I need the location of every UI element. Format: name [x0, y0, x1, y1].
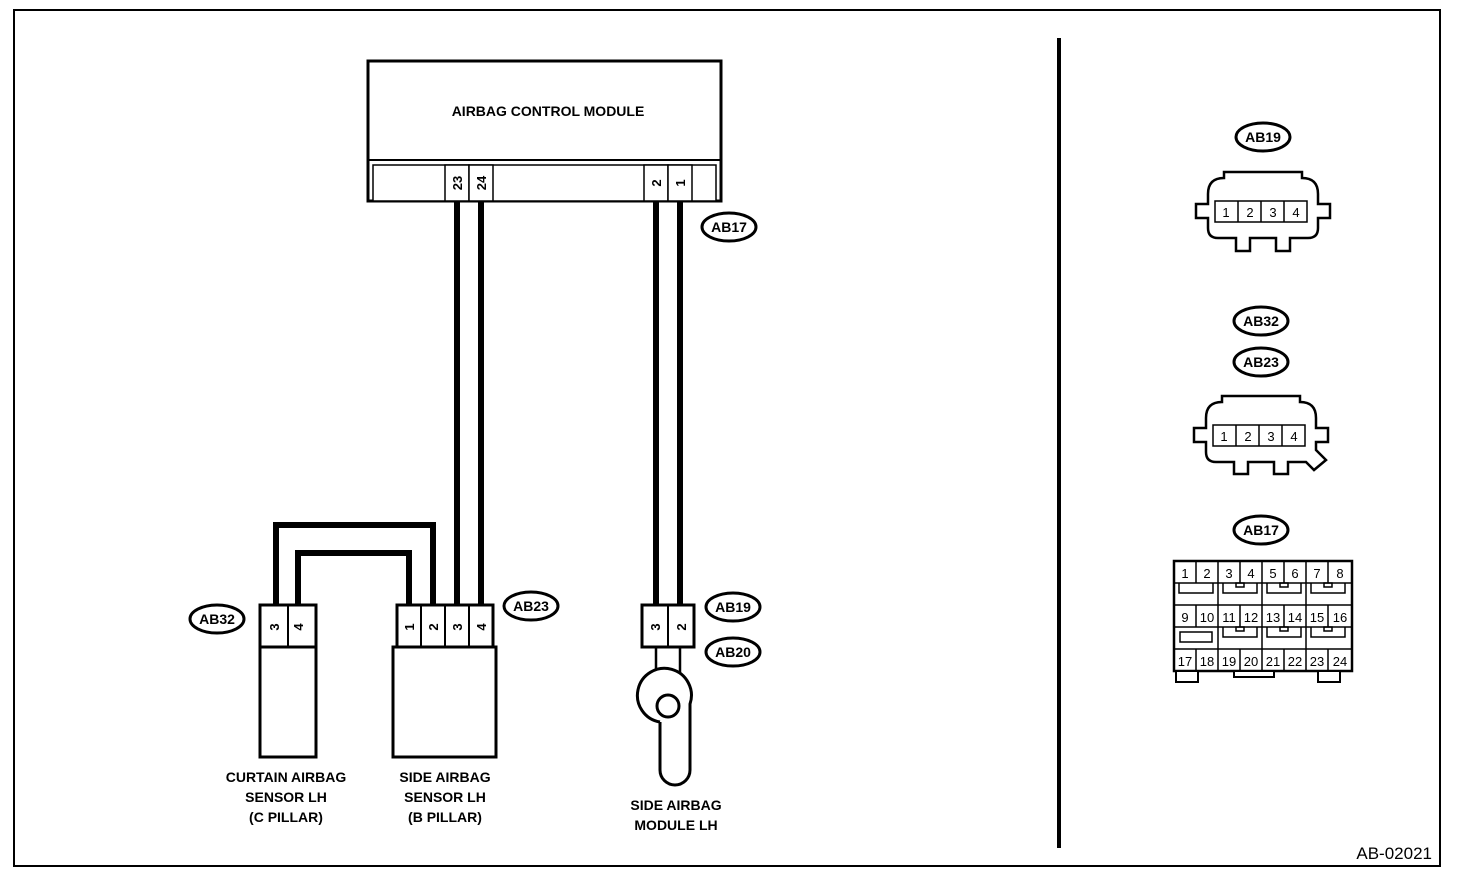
- connector-tag-ab17: AB17: [700, 211, 758, 243]
- svg-text:3: 3: [1267, 429, 1274, 444]
- svg-text:2: 2: [1246, 205, 1253, 220]
- svg-text:9: 9: [1181, 610, 1188, 625]
- connector-tag-ab32: AB32: [188, 603, 246, 635]
- side-sensor-label-1: SIDE AIRBAG: [399, 769, 490, 785]
- svg-text:1: 1: [1222, 205, 1229, 220]
- side-module-label-2: MODULE LH: [634, 817, 717, 833]
- svg-text:4: 4: [1247, 566, 1254, 581]
- curtain-pin-4: 4: [291, 623, 306, 631]
- curtain-label-3: (C PILLAR): [249, 809, 323, 825]
- svg-text:AB20: AB20: [715, 644, 751, 660]
- svg-text:15: 15: [1310, 610, 1324, 625]
- svg-text:1: 1: [1220, 429, 1227, 444]
- diagram-border: [13, 9, 1441, 867]
- control-module-title: AIRBAG CONTROL MODULE: [452, 103, 645, 119]
- svg-text:11: 11: [1222, 610, 1236, 625]
- side-sensor-pin-4: 4: [474, 623, 489, 631]
- connector-view-ab32-ab23: AB32 AB23 1 2 3 4: [1192, 305, 1330, 476]
- side-sensor-label-3: (B PILLAR): [408, 809, 482, 825]
- side-airbag-sensor: 1 2 3 4 SIDE AIRBAG SENSOR LH (B PILLAR): [391, 603, 498, 825]
- svg-text:14: 14: [1288, 610, 1302, 625]
- svg-text:AB19: AB19: [715, 599, 751, 615]
- connector-tag-ab23: AB23: [502, 590, 560, 622]
- connector-view-ab17: AB17: [1172, 514, 1354, 683]
- svg-text:1: 1: [1181, 566, 1188, 581]
- svg-text:8: 8: [1336, 566, 1343, 581]
- svg-text:23: 23: [1310, 654, 1324, 669]
- svg-text:19: 19: [1222, 654, 1236, 669]
- diagram-code: AB-02021: [1356, 844, 1432, 863]
- svg-text:21: 21: [1266, 654, 1280, 669]
- svg-text:2: 2: [1244, 429, 1251, 444]
- svg-text:17: 17: [1178, 654, 1192, 669]
- svg-text:AB17: AB17: [711, 219, 747, 235]
- curtain-airbag-sensor: 3 4 CURTAIN AIRBAG SENSOR LH (C PILLAR): [226, 603, 347, 825]
- module-pin-1: 1: [673, 179, 688, 186]
- curtain-label-2: SENSOR LH: [245, 789, 327, 805]
- view-ab19-tag: AB19: [1245, 129, 1281, 145]
- svg-text:20: 20: [1244, 654, 1258, 669]
- svg-text:16: 16: [1333, 610, 1347, 625]
- svg-text:AB32: AB32: [199, 611, 235, 627]
- side-module-pin-2: 2: [674, 623, 689, 630]
- view-ab32-tag: AB32: [1243, 313, 1279, 329]
- view-ab17-tag: AB17: [1243, 522, 1279, 538]
- svg-text:13: 13: [1266, 610, 1280, 625]
- svg-text:6: 6: [1291, 566, 1298, 581]
- side-sensor-pin-1: 1: [402, 623, 417, 630]
- svg-text:5: 5: [1269, 566, 1276, 581]
- side-airbag-module: 3 2 SIDE AIRBAG MODULE LH: [630, 603, 722, 833]
- curtain-label-1: CURTAIN AIRBAG: [226, 769, 347, 785]
- svg-text:10: 10: [1200, 610, 1214, 625]
- svg-text:4: 4: [1290, 429, 1297, 444]
- connector-view-ab19: AB19 1 2 3 4: [1194, 121, 1332, 253]
- svg-text:7: 7: [1313, 566, 1320, 581]
- curtain-pin-3: 3: [267, 623, 282, 630]
- module-pin-23: 23: [450, 176, 465, 190]
- side-sensor-label-2: SENSOR LH: [404, 789, 486, 805]
- wire-harness: [273, 201, 683, 605]
- svg-text:3: 3: [1225, 566, 1232, 581]
- svg-text:22: 22: [1288, 654, 1302, 669]
- svg-text:2: 2: [1203, 566, 1210, 581]
- side-sensor-pin-3: 3: [450, 623, 465, 630]
- svg-text:12: 12: [1244, 610, 1258, 625]
- module-pin-2: 2: [649, 179, 664, 186]
- module-pin-24: 24: [474, 175, 489, 190]
- svg-text:AB23: AB23: [513, 598, 549, 614]
- svg-text:24: 24: [1333, 654, 1347, 669]
- svg-text:18: 18: [1200, 654, 1214, 669]
- view-ab23-tag: AB23: [1243, 354, 1279, 370]
- side-sensor-pin-2: 2: [426, 623, 441, 630]
- side-module-label-1: SIDE AIRBAG: [630, 797, 721, 813]
- side-module-pin-3: 3: [648, 623, 663, 630]
- connector-tag-ab20: AB20: [704, 636, 762, 668]
- svg-text:3: 3: [1269, 205, 1276, 220]
- airbag-control-module: AIRBAG CONTROL MODULE 23 24 2 1: [366, 59, 723, 203]
- svg-text:4: 4: [1292, 205, 1299, 220]
- connector-tag-ab19: AB19: [704, 591, 762, 623]
